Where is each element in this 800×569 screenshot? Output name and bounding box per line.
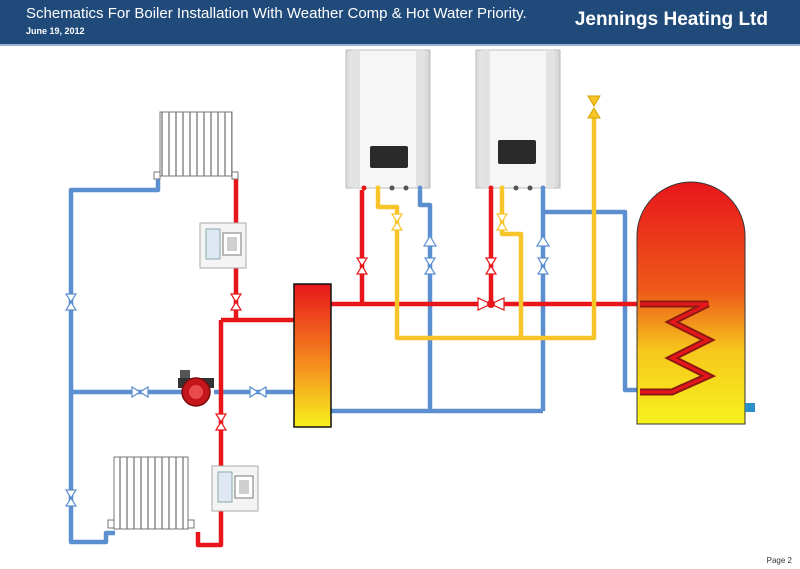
low-loss-header: [293, 283, 332, 428]
valve-boiler2-return: [536, 257, 550, 275]
hot-water-cylinder: [636, 181, 755, 425]
cylinder-cold-inlet: [745, 403, 755, 412]
isolation-valves: [64, 213, 550, 507]
valve-boiler1-flow: [355, 257, 369, 275]
valve-boiler2-flow: [484, 257, 498, 275]
check-valves: [422, 234, 551, 247]
header-divider: [0, 44, 800, 46]
valve-pump-in: [131, 385, 149, 399]
valve-red-upper: [229, 293, 243, 311]
valve-red-lower: [214, 413, 228, 431]
valve-boiler1-return: [423, 257, 437, 275]
page-date: June 19, 2012: [26, 26, 85, 36]
header-bar: Schematics For Boiler Installation With …: [0, 0, 800, 44]
page-number: Page 2: [766, 556, 792, 565]
radiator-top: [153, 111, 239, 180]
circulator-pump: [178, 370, 214, 407]
valve-pump-out: [249, 385, 267, 399]
check-valve-boiler1-return: [422, 234, 438, 247]
valve-boiler2-hw: [495, 213, 509, 231]
three-port-diverter-valve: [477, 297, 505, 311]
boiler-2-display: [498, 140, 536, 164]
company-name: Jennings Heating Ltd: [574, 9, 768, 30]
check-valve-boiler2-return: [535, 234, 551, 247]
flow-pipework: [195, 178, 640, 548]
valve-left-upper: [64, 293, 78, 311]
trv-controller-lower: [211, 465, 259, 512]
hot-water-pipework: [375, 112, 597, 341]
boiler-1-display: [370, 146, 408, 168]
boiler-2: [475, 49, 561, 191]
page-title: Schematics For Boiler Installation With …: [26, 5, 527, 22]
valve-left-lower: [64, 489, 78, 507]
boiler-1: [345, 49, 431, 191]
expansion-relief-valve: [587, 95, 601, 119]
radiator-bottom: [107, 456, 195, 530]
valve-boiler1-hw: [390, 213, 404, 231]
return-pipework: [68, 178, 640, 545]
trv-controller-upper: [199, 222, 247, 269]
